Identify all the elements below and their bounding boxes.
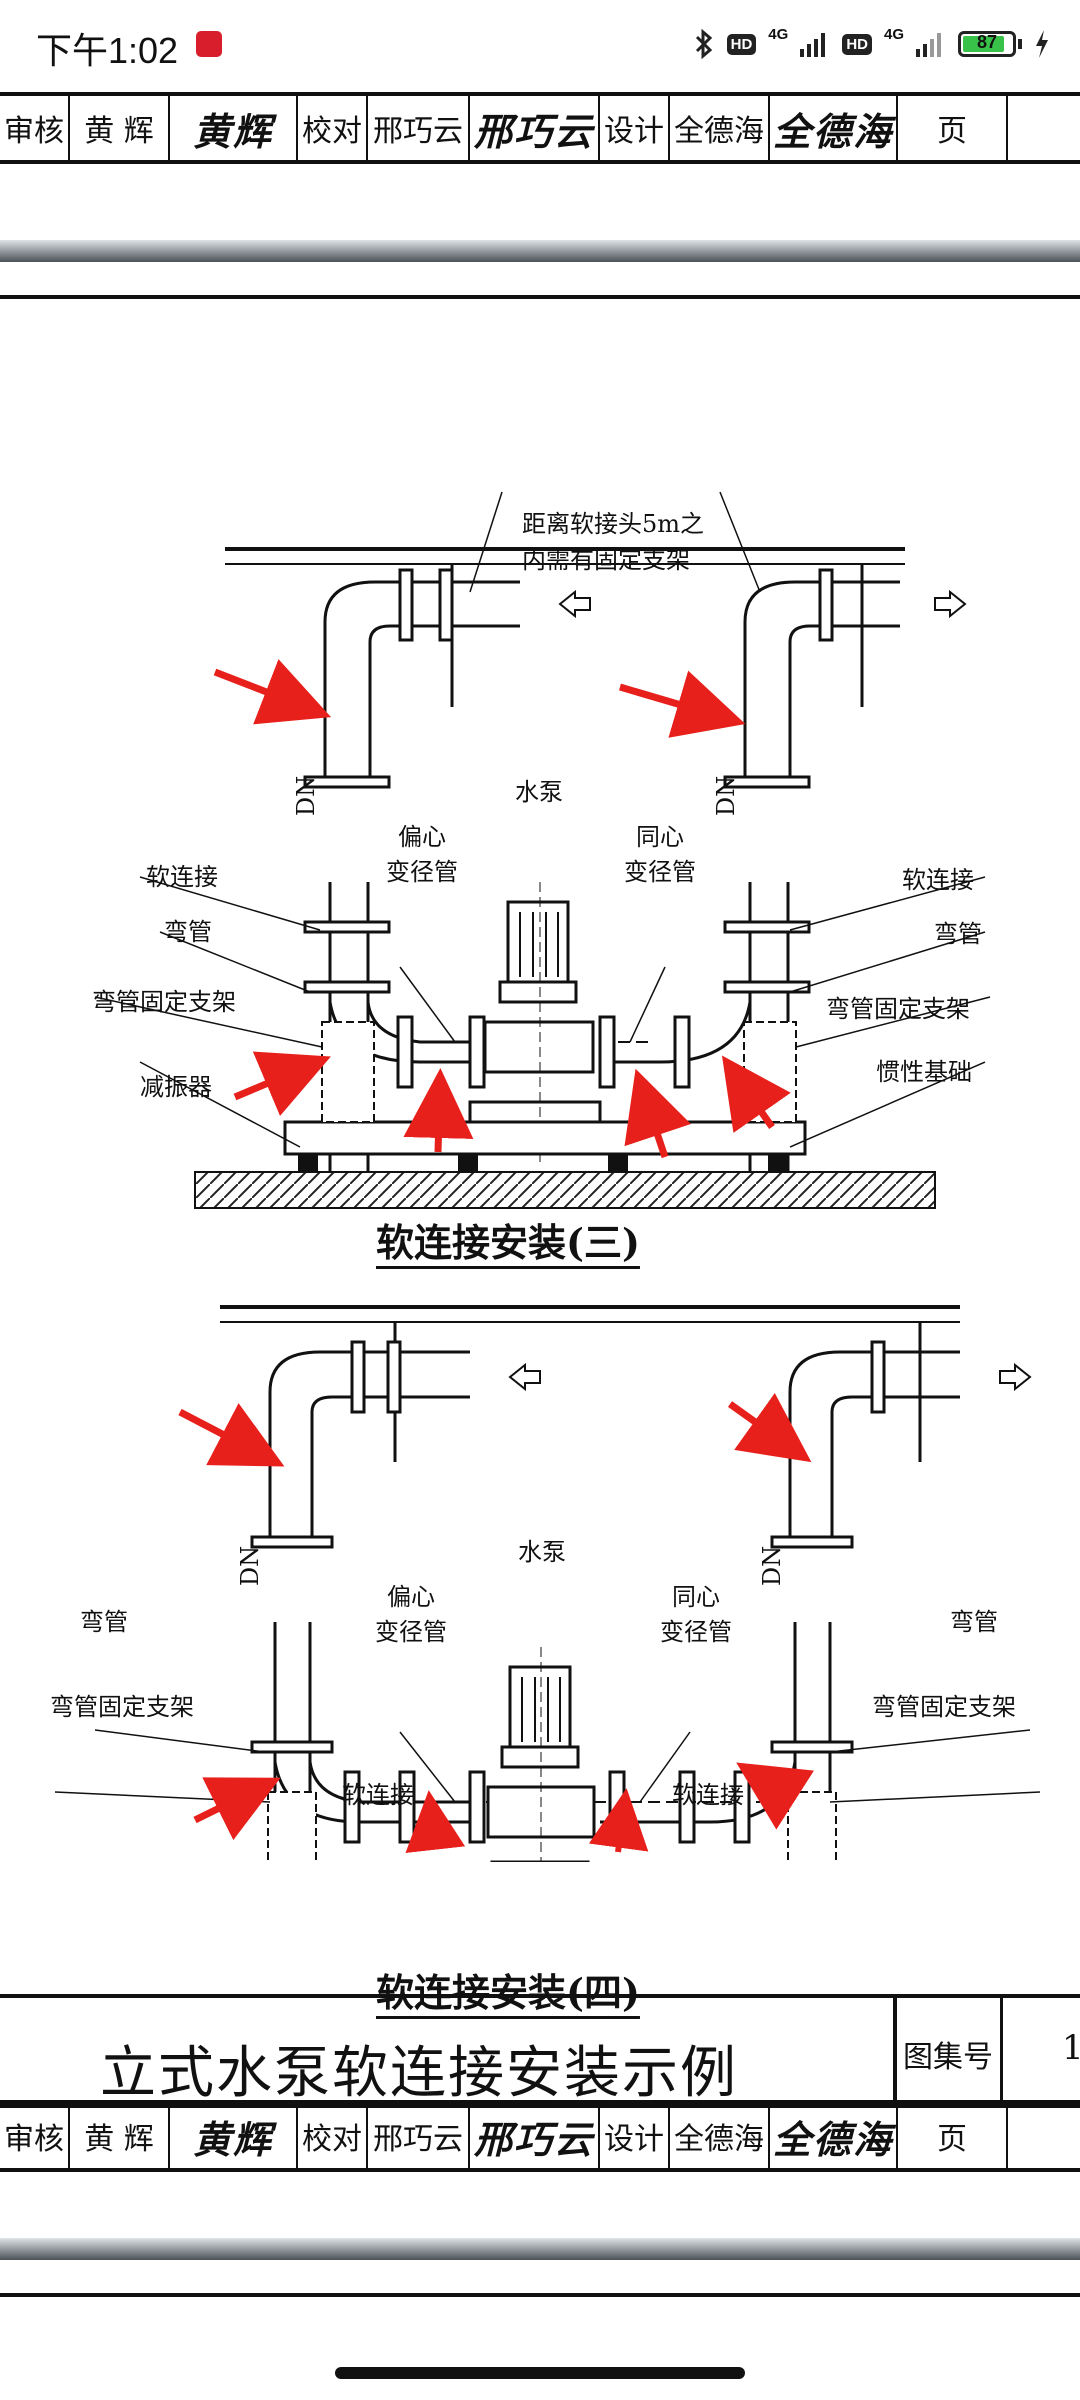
diagram-4 bbox=[54, 1305, 1041, 1862]
battery-percent: 87 bbox=[976, 32, 998, 52]
drawing-title: 立式水泵软连接安装示例 bbox=[100, 2041, 738, 2106]
atlas-label: 图集号 bbox=[903, 2040, 993, 2075]
review-signature: 黄辉 bbox=[170, 96, 298, 160]
design-signature: 全德海 bbox=[770, 96, 898, 160]
frame-line-2 bbox=[0, 2293, 1080, 2297]
concentric-reducer-label-4: 同心 变径管 bbox=[660, 1583, 732, 1646]
design-label: 设计 bbox=[600, 96, 670, 160]
soft-joint-label-left-4: 软连接 bbox=[342, 1781, 414, 1809]
design-name: 全德海 bbox=[670, 96, 770, 160]
elbow-label-right-4: 弯管 bbox=[950, 1608, 998, 1636]
diagram-3 bbox=[94, 491, 991, 1209]
status-bar: 下午1:02 HD 4G HD 4G 87 bbox=[0, 0, 1080, 92]
check-label: 校对 bbox=[298, 96, 368, 160]
check-label-2: 校对 bbox=[298, 2104, 368, 2168]
page-separator-2 bbox=[0, 2238, 1080, 2260]
review-label: 审核 bbox=[0, 96, 70, 160]
bluetooth-icon bbox=[695, 28, 712, 60]
page-separator bbox=[0, 240, 1080, 262]
frame-line bbox=[0, 295, 1080, 299]
page-label-2: 页 bbox=[898, 2104, 1008, 2168]
caption-diagram-3: 软连接安装(三) bbox=[376, 1220, 640, 1265]
atlas-value: 1 bbox=[1062, 2028, 1080, 2068]
ground-3 bbox=[194, 1171, 936, 1209]
battery-cap bbox=[1018, 39, 1022, 49]
check-signature-2: 邢巧云 bbox=[470, 2104, 600, 2168]
dn-label-right-3: DN bbox=[712, 775, 741, 817]
pump-label-4: 水泵 bbox=[518, 1538, 566, 1566]
elbow-label-left-4: 弯管 bbox=[80, 1608, 128, 1636]
review-name-2: 黄 辉 bbox=[70, 2104, 170, 2168]
inertia-base-label: 惯性基础 bbox=[876, 1058, 972, 1086]
check-name-2: 邢巧云 bbox=[368, 2104, 470, 2168]
review-signature-2: 黄辉 bbox=[170, 2104, 298, 2168]
soft-joint-label-right-3: 软连接 bbox=[902, 866, 974, 894]
elbow-label-right-3: 弯管 bbox=[934, 920, 982, 948]
status-time: 下午1:02 bbox=[36, 30, 179, 71]
check-name: 邢巧云 bbox=[368, 96, 470, 160]
inertia-base bbox=[283, 1120, 807, 1156]
title-divider bbox=[893, 1998, 897, 2104]
network-type-1: 4G bbox=[768, 25, 789, 43]
page-value-2 bbox=[1008, 2104, 1080, 2168]
document-page: 审核 黄 辉 黄辉 校对 邢巧云 邢巧云 设计 全德海 全德海 页 bbox=[0, 92, 1080, 2342]
elbow-support-label-right-3: 弯管固定支架 bbox=[826, 995, 970, 1023]
review-name: 黄 辉 bbox=[70, 96, 170, 160]
dn-label-left-3: DN bbox=[292, 775, 321, 817]
flow-arrow-right bbox=[934, 589, 967, 619]
elbow-label-left-3: 弯管 bbox=[164, 918, 212, 946]
signal-icon bbox=[800, 33, 826, 57]
hd-badge-1: HD bbox=[726, 33, 757, 55]
battery-level bbox=[963, 36, 1005, 52]
installation-drawing bbox=[54, 491, 1041, 1862]
damper-label: 减振器 bbox=[140, 1073, 212, 1101]
dn-label-right-4: DN bbox=[758, 1545, 787, 1587]
annotation-arrows-3 bbox=[213, 659, 791, 1159]
design-signature-2: 全德海 bbox=[770, 2104, 898, 2168]
soft-joint-label-right-4: 软连接 bbox=[672, 1781, 744, 1809]
title-block-top: 审核 黄 辉 黄辉 校对 邢巧云 邢巧云 设计 全德海 全德海 页 bbox=[0, 92, 1080, 164]
elbow-support-label-left-4: 弯管固定支架 bbox=[50, 1693, 194, 1721]
signal-icon-2 bbox=[916, 33, 941, 57]
title-block-bottom: 审核 黄 辉 黄辉 校对 邢巧云 邢巧云 设计 全德海 全德海 页 bbox=[0, 2100, 1080, 2172]
battery-icon: 87 bbox=[958, 31, 1016, 57]
annotation-arrows-4 bbox=[178, 1392, 815, 1854]
charging-icon bbox=[1036, 30, 1048, 58]
check-signature: 邢巧云 bbox=[470, 96, 600, 160]
eccentric-reducer-label-3: 偏心 变径管 bbox=[386, 823, 458, 886]
dn-label-left-4: DN bbox=[236, 1545, 265, 1587]
page-label: 页 bbox=[898, 96, 1008, 160]
hd-badge-2: HD bbox=[842, 33, 872, 55]
page-value bbox=[1008, 96, 1080, 160]
bottom-title-block: 立式水泵软连接安装示例 图集号 1 bbox=[0, 1994, 1080, 2108]
damper-1 bbox=[298, 1154, 318, 1172]
gesture-nav-bar[interactable] bbox=[335, 2367, 745, 2379]
soft-joint-label-left-3: 软连接 bbox=[146, 863, 218, 891]
pump-label-3: 水泵 bbox=[515, 778, 563, 806]
design-label-2: 设计 bbox=[600, 2104, 670, 2168]
support-note-line2: 内需有固定支架 bbox=[522, 546, 690, 574]
network-type-2: 4G bbox=[883, 25, 904, 43]
title-divider-2 bbox=[1000, 1998, 1003, 2104]
caption-diagram-4: 软连接安装(四) bbox=[376, 1970, 640, 2015]
eccentric-reducer-label-4: 偏心 变径管 bbox=[375, 1583, 447, 1646]
status-icons: HD 4G HD 4G 87 bbox=[693, 22, 1050, 66]
app-notification-icon bbox=[196, 31, 222, 57]
flow-arrow-left bbox=[558, 589, 591, 619]
design-name-2: 全德海 bbox=[670, 2104, 770, 2168]
support-note-line1: 距离软接头5m之 bbox=[522, 510, 705, 538]
review-label-2: 审核 bbox=[0, 2104, 70, 2168]
concentric-reducer-label-3: 同心 变径管 bbox=[624, 823, 696, 886]
elbow-support-label-right-4: 弯管固定支架 bbox=[872, 1693, 1016, 1721]
elbow-support-label-left-3: 弯管固定支架 bbox=[92, 988, 236, 1016]
